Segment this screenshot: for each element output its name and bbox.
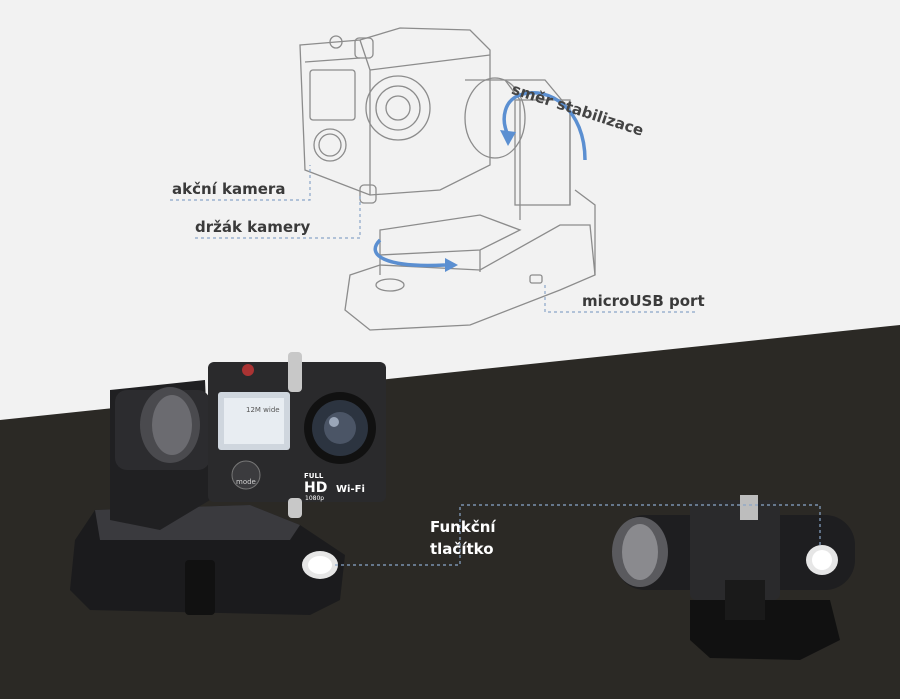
- camera-hd-text: HD: [304, 480, 327, 496]
- label-micro-usb: microUSB port: [582, 292, 705, 310]
- base-rotation-arrow: [373, 238, 446, 268]
- label-function-button-line1: Funkční: [430, 518, 496, 536]
- label-function-button: Funkční tlačítko: [430, 516, 496, 560]
- camera-wifi-text: Wi-Fi: [336, 484, 365, 495]
- arrow-head-icon: [500, 130, 516, 146]
- label-function-button-line2: tlačítko: [430, 540, 494, 558]
- gimbal-side-photo: [612, 495, 855, 660]
- arrow-head-icon: [445, 258, 458, 272]
- camera-res-text: 1080p: [305, 495, 324, 502]
- camera-print: mode 12M wide FULL HD 1080p Wi-Fi: [236, 406, 365, 502]
- label-camera-holder: držák kamery: [195, 218, 311, 236]
- stabilization-arc-arrow: [502, 91, 587, 161]
- camera-screen-text: 12M wide: [246, 406, 280, 414]
- label-action-camera: akční kamera: [172, 180, 286, 198]
- leader-lines-top: [170, 165, 695, 313]
- leader-lines-bottom: [335, 504, 821, 566]
- camera-full-text: FULL: [304, 472, 324, 480]
- gimbal-photo: [70, 352, 386, 615]
- gimbal-line-drawing: [299, 27, 596, 331]
- camera-mode-text: mode: [236, 478, 256, 486]
